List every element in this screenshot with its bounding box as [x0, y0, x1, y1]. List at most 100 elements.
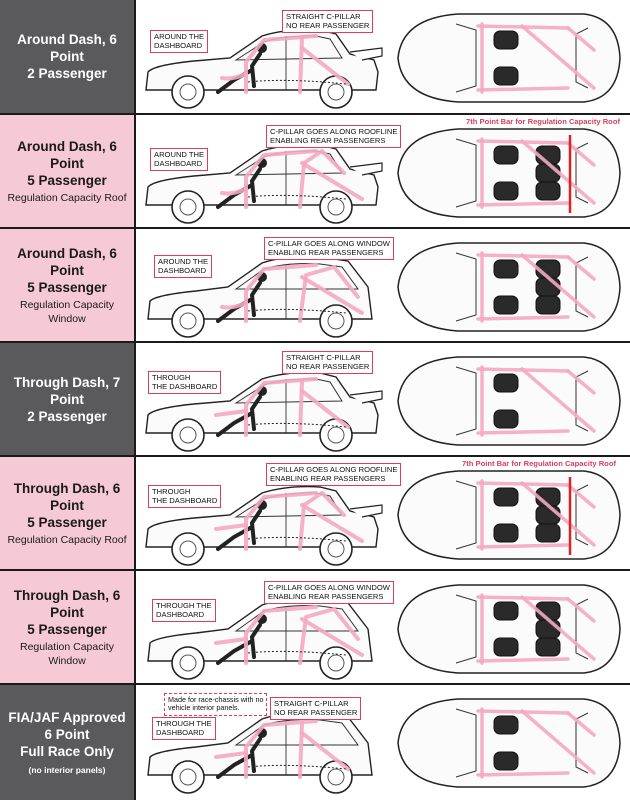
- wheel-hub: [179, 83, 197, 101]
- wheel-hub: [327, 540, 345, 558]
- wheel-hub: [179, 312, 197, 330]
- seat: [535, 163, 561, 183]
- top-view-body: [397, 128, 621, 218]
- seat: [493, 259, 519, 279]
- floor-dotted-line: [247, 308, 347, 314]
- floor-dotted-line: [247, 79, 347, 85]
- cage-rear-stay: [300, 161, 364, 201]
- seat: [493, 373, 519, 393]
- row-subtitle: Regulation Capacity Roof: [7, 533, 127, 546]
- floor-dotted-line: [247, 422, 347, 428]
- cage-rear-stay: [300, 617, 364, 657]
- row-subtitle: Regulation Capacity Window: [20, 640, 114, 667]
- seat: [493, 523, 519, 543]
- row-label: Around Dash, 6 Point 2 Passenger: [0, 0, 136, 113]
- rear-spoiler: [349, 390, 383, 404]
- cage-top-diagonals: [520, 24, 596, 90]
- cage-rear-stay: [300, 389, 350, 429]
- rear-spoiler: [349, 504, 383, 518]
- row-title-line-3: Full Race Only: [20, 744, 114, 759]
- row-title-line-2: 5 Passenger: [27, 514, 107, 530]
- cage-main-hoop: [244, 605, 318, 665]
- cage-rear-stay: [300, 731, 350, 771]
- row-note: (no interior panels): [28, 765, 106, 775]
- cage-main-hoop: [244, 149, 318, 209]
- row-label: Around Dash, 6 Point 5 Passenger Regulat…: [0, 115, 136, 227]
- wheel: [171, 760, 205, 794]
- wheel-hub: [179, 540, 197, 558]
- cage-top-diagonals: [520, 709, 596, 775]
- car-cage-illustration: [145, 13, 621, 109]
- row-around-dash-6pt-5p-window: Around Dash, 6 Point 5 Passenger Regulat…: [0, 229, 630, 343]
- wheel: [171, 75, 205, 109]
- wheel-hub: [327, 426, 345, 444]
- wheel: [171, 190, 205, 224]
- wheel-hub: [179, 654, 197, 672]
- wheel: [319, 646, 353, 680]
- seat: [493, 295, 519, 315]
- cage-dash-bar: [214, 409, 248, 417]
- seat: [493, 181, 519, 201]
- floor-dotted-line: [247, 650, 347, 656]
- top-view-body: [397, 698, 621, 788]
- cage-dash-bar: [220, 187, 248, 196]
- seat: [535, 523, 561, 543]
- row-title-line-2: 5 Passenger: [27, 621, 107, 637]
- cage-rear-hoop: [298, 265, 360, 323]
- cage-dash-bar: [220, 72, 248, 81]
- cage-rear-stay: [300, 46, 350, 86]
- wheel-hub: [179, 426, 197, 444]
- cage-dash-bar: [220, 301, 248, 310]
- windshield-line: [455, 366, 477, 436]
- row-through-dash-6pt-5p-window: Through Dash, 6 Point 5 Passenger Regula…: [0, 571, 630, 685]
- row-around-dash-6pt-5p-roof: Around Dash, 6 Point 5 Passenger Regulat…: [0, 115, 630, 229]
- row-through-dash-6pt-5p-roof: Through Dash, 6 Point 5 Passenger Regula…: [0, 457, 630, 571]
- seat: [535, 277, 561, 297]
- top-view-body: [397, 470, 621, 560]
- windshield-line: [455, 708, 477, 778]
- seat: [493, 601, 519, 621]
- seat: [493, 30, 519, 50]
- row-title-line-2: 2 Passenger: [27, 66, 107, 81]
- car-cage-illustration: [147, 242, 621, 338]
- wheel-hub: [327, 83, 345, 101]
- row-title-line-2: 6 Point: [44, 727, 90, 742]
- top-view-body: [397, 242, 621, 332]
- seat: [493, 66, 519, 86]
- rear-spoiler: [349, 47, 383, 61]
- wheel-hub: [327, 312, 345, 330]
- cage-dash-bar: [214, 523, 248, 531]
- wheel-hub: [327, 768, 345, 786]
- seven-point-bar-note: 7th Point Bar for Regulation Capacity Ro…: [466, 117, 620, 126]
- cage-top-diagonals: [520, 481, 596, 547]
- wheel: [171, 646, 205, 680]
- cage-rear-hoop: [298, 607, 360, 665]
- cage-rear-hoop: [298, 149, 346, 209]
- cage-rear-hoop: [298, 491, 346, 551]
- wheel: [171, 418, 205, 452]
- row-subtitle: Regulation Capacity Window: [20, 298, 114, 325]
- seat: [535, 295, 561, 315]
- row-subtitle: Regulation Capacity Roof: [7, 191, 127, 204]
- seat: [535, 181, 561, 201]
- row-title-line-2: 5 Passenger: [27, 279, 107, 295]
- cage-rear-stay: [300, 503, 364, 543]
- cage-main-hoop: [244, 491, 318, 551]
- row-title-line-1: Through Dash, 6 Point: [13, 480, 121, 513]
- row-title-line-2: 2 Passenger: [27, 408, 107, 424]
- windshield-line: [455, 23, 477, 93]
- seat: [493, 715, 519, 735]
